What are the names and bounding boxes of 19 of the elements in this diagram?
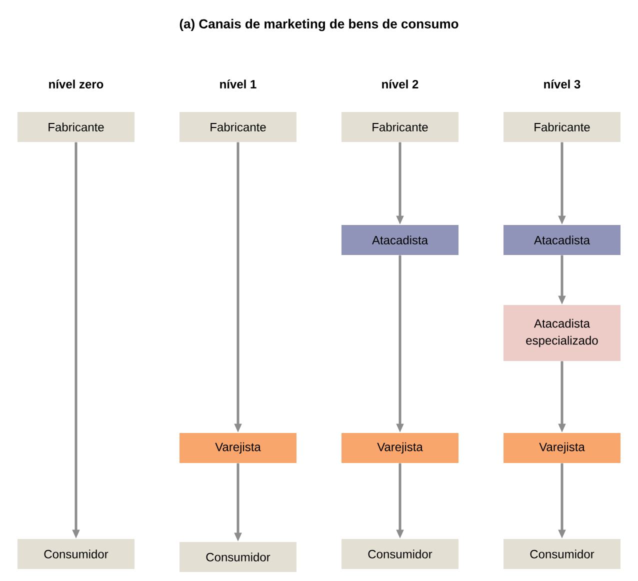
channel-box: Consumidor — [18, 539, 134, 569]
channel-box: Atacadista — [342, 225, 458, 255]
channel-box: Atacadista especializado — [504, 305, 620, 361]
channel-box: Varejista — [180, 433, 296, 463]
column-header: nível 3 — [544, 80, 580, 88]
channel-box: Consumidor — [342, 539, 458, 569]
channel-box: Atacadista — [504, 225, 620, 255]
column-header: nível 1 — [220, 80, 256, 88]
channel-box: Consumidor — [180, 542, 296, 572]
column-header: nível zero — [49, 80, 104, 88]
channel-box: Fabricante — [504, 112, 620, 142]
channel-box: Fabricante — [342, 112, 458, 142]
channel-box: Varejista — [504, 433, 620, 463]
channel-box: Varejista — [342, 433, 458, 463]
column-header: nível 2 — [382, 80, 418, 88]
channel-box: Fabricante — [180, 112, 296, 142]
channel-box: Consumidor — [504, 539, 620, 569]
title: (a) Canais de marketing de bens de consumo — [180, 18, 458, 32]
channel-box: Fabricante — [18, 112, 134, 142]
